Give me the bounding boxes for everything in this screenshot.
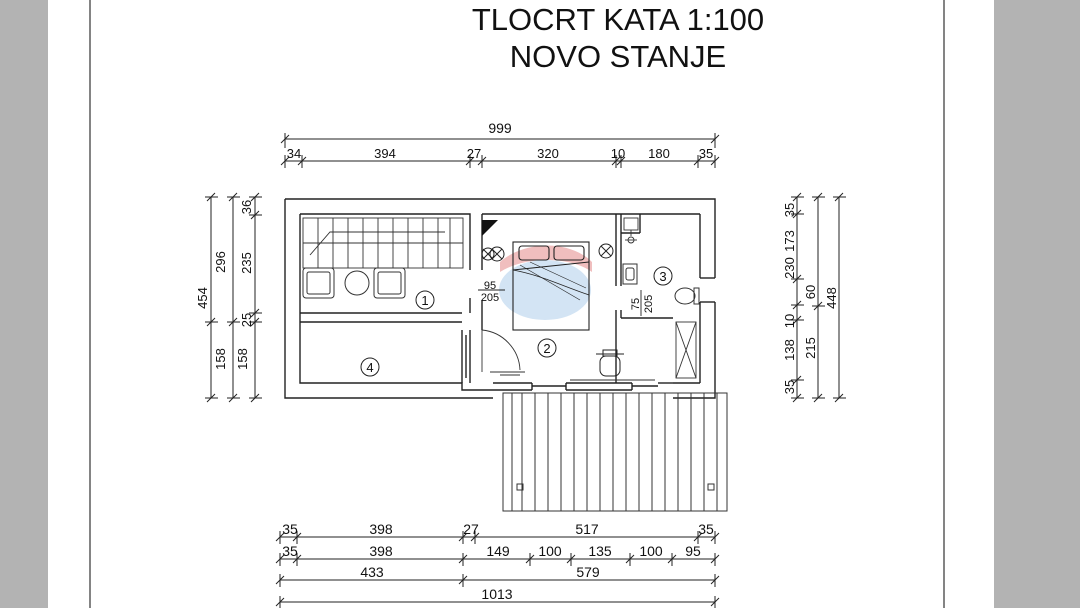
room-number: 4 (366, 360, 373, 375)
bottom-dim-row1: 27 (463, 521, 479, 537)
door-height-label: 205 (481, 292, 499, 304)
room-number: 3 (659, 269, 666, 284)
terrace-decking (502, 392, 728, 512)
bottom-dim-row1: 35 (282, 521, 298, 537)
wall-lamp-icon (598, 243, 614, 259)
right-dim-middle: 215 (803, 337, 818, 359)
bottom-dim-overall: 1013 (481, 586, 512, 602)
chair-icon (596, 349, 624, 377)
bottom-dim-row3: 579 (576, 564, 600, 580)
wall-lamp-icon (481, 247, 495, 261)
top-dim-segment: 394 (374, 146, 396, 161)
toilet-icon (674, 287, 700, 305)
bottom-dim-row2: 135 (588, 543, 612, 559)
top-dim-segment: 320 (537, 146, 559, 161)
left-dim-middle: 296 (213, 251, 228, 273)
bottom-dim-row2: 95 (685, 543, 701, 559)
bottom-dim-row2: 35 (282, 543, 298, 559)
top-dim-overall: 999 (488, 120, 512, 136)
room-number: 1 (421, 293, 428, 308)
room-number-marker: 1 (415, 290, 435, 310)
shower-icon (675, 321, 697, 379)
left-dim-inner: 235 (239, 252, 254, 274)
top-dim-segment: 34 (287, 146, 301, 161)
chimney-marker (482, 220, 498, 236)
left-dimension-lines (205, 192, 262, 403)
bottom-dim-row2: 100 (639, 543, 663, 559)
top-dimension-lines (280, 133, 720, 168)
bottom-dim-row1: 35 (698, 521, 714, 537)
bottom-dim-row1: 398 (369, 521, 393, 537)
door-swing (481, 329, 525, 376)
right-dim-inner: 35 (782, 203, 797, 217)
bed-icon (512, 241, 590, 331)
bottom-dim-row1: 517 (575, 521, 599, 537)
bottom-dimension-lines (275, 531, 720, 608)
top-dim-segment: 27 (467, 146, 481, 161)
left-dim-inner: 25 (239, 313, 254, 327)
wall-lamp-icon (489, 246, 505, 262)
right-dim-inner: 10 (782, 314, 797, 328)
left-dim-outer: 158 (213, 348, 228, 370)
door-width-label: 95 (484, 280, 496, 292)
top-dim-segment: 180 (648, 146, 670, 161)
top-dim-segment: 35 (699, 146, 713, 161)
room-number-marker: 3 (653, 266, 673, 286)
drawing-sheet (48, 0, 994, 608)
right-dim-middle: 230 (782, 257, 797, 279)
room-number: 2 (543, 341, 550, 356)
watermark-logo-icon (499, 245, 592, 320)
bottom-dim-row2: 398 (369, 543, 393, 559)
sink-icon (622, 263, 638, 285)
room-number-marker: 2 (537, 338, 557, 358)
left-dim-outer: 454 (195, 287, 210, 309)
bottom-dim-row2: 100 (538, 543, 562, 559)
door-width-label: 75 (630, 298, 642, 310)
right-dim-inner: 35 (782, 380, 797, 394)
bottom-dim-row2: 149 (486, 543, 510, 559)
room-number-marker: 4 (360, 357, 380, 377)
building-walls (284, 198, 716, 399)
left-dim-inner: 36 (239, 200, 254, 214)
top-dim-segment: 10 (611, 146, 625, 161)
chair-icon (373, 267, 406, 299)
right-dim-inner: 60 (803, 285, 818, 299)
left-dim-middle: 158 (235, 348, 250, 370)
plan-title: TLOCRT KATA 1:100 (472, 2, 764, 37)
right-dim-outer: 448 (824, 287, 839, 309)
right-dimension-lines (791, 192, 846, 403)
right-dim-inner: 173 (782, 230, 797, 252)
shower-icon (623, 217, 639, 244)
right-dim-inner: 138 (782, 339, 797, 361)
plan-subtitle: NOVO STANJE (510, 39, 726, 74)
table-icon (344, 270, 370, 296)
door-height-label: 205 (643, 295, 655, 313)
chair-icon (302, 267, 335, 299)
bottom-dim-row3: 433 (360, 564, 384, 580)
